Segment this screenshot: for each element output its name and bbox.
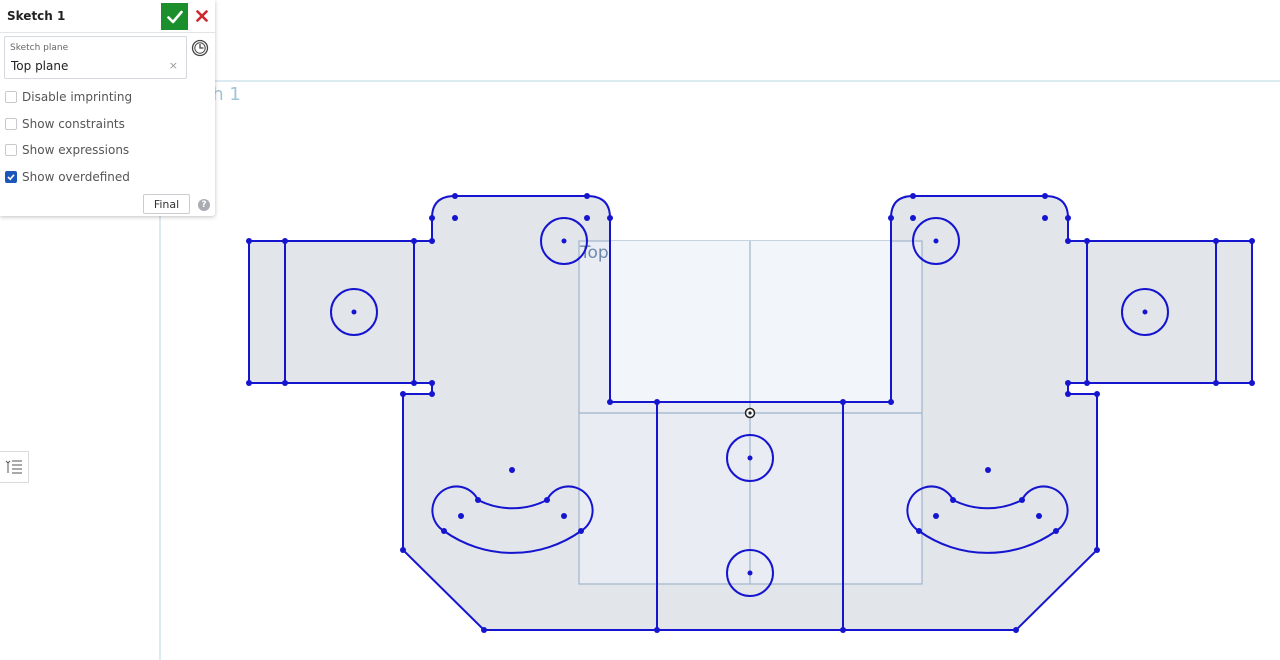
checkbox-show-overdefined[interactable] xyxy=(5,171,17,183)
sketch-plane-value: Top plane xyxy=(11,59,69,73)
help-icon[interactable]: ? xyxy=(198,199,210,211)
sketch-panel: Sketch 1 Sketch plane Top plane × Disabl… xyxy=(0,0,215,216)
feature-list-button[interactable] xyxy=(0,451,29,483)
sketch-points[interactable] xyxy=(246,193,1255,633)
option-show-overdefined[interactable]: Show overdefined xyxy=(5,168,130,186)
close-icon xyxy=(196,10,208,22)
sketch-plane-field[interactable]: Sketch plane Top plane × xyxy=(4,36,187,79)
history-clock-icon[interactable] xyxy=(191,39,209,57)
cancel-button[interactable] xyxy=(192,5,212,27)
origin-icon[interactable] xyxy=(744,407,756,419)
option-disable-imprinting[interactable]: Disable imprinting xyxy=(5,88,132,106)
option-label: Show constraints xyxy=(22,117,125,131)
panel-header: Sketch 1 xyxy=(0,0,215,33)
option-show-expressions[interactable]: Show expressions xyxy=(5,141,129,159)
option-label: Show overdefined xyxy=(22,170,130,184)
panel-title: Sketch 1 xyxy=(7,9,66,23)
checkbox-show-constraints[interactable] xyxy=(5,118,17,130)
check-icon xyxy=(7,174,15,181)
option-label: Disable imprinting xyxy=(22,90,133,104)
accept-button[interactable] xyxy=(161,3,188,30)
clear-plane-icon[interactable]: × xyxy=(168,59,178,72)
checkbox-show-expressions[interactable] xyxy=(5,144,17,156)
option-label: Show expressions xyxy=(22,143,130,157)
option-show-constraints[interactable]: Show constraints xyxy=(5,115,125,133)
sketch-plane-label: Sketch plane xyxy=(10,43,69,53)
feature-list-icon xyxy=(5,460,22,474)
final-button[interactable]: Final xyxy=(143,194,190,214)
checkmark-icon xyxy=(166,10,183,23)
checkbox-disable-imprinting[interactable] xyxy=(5,91,17,103)
